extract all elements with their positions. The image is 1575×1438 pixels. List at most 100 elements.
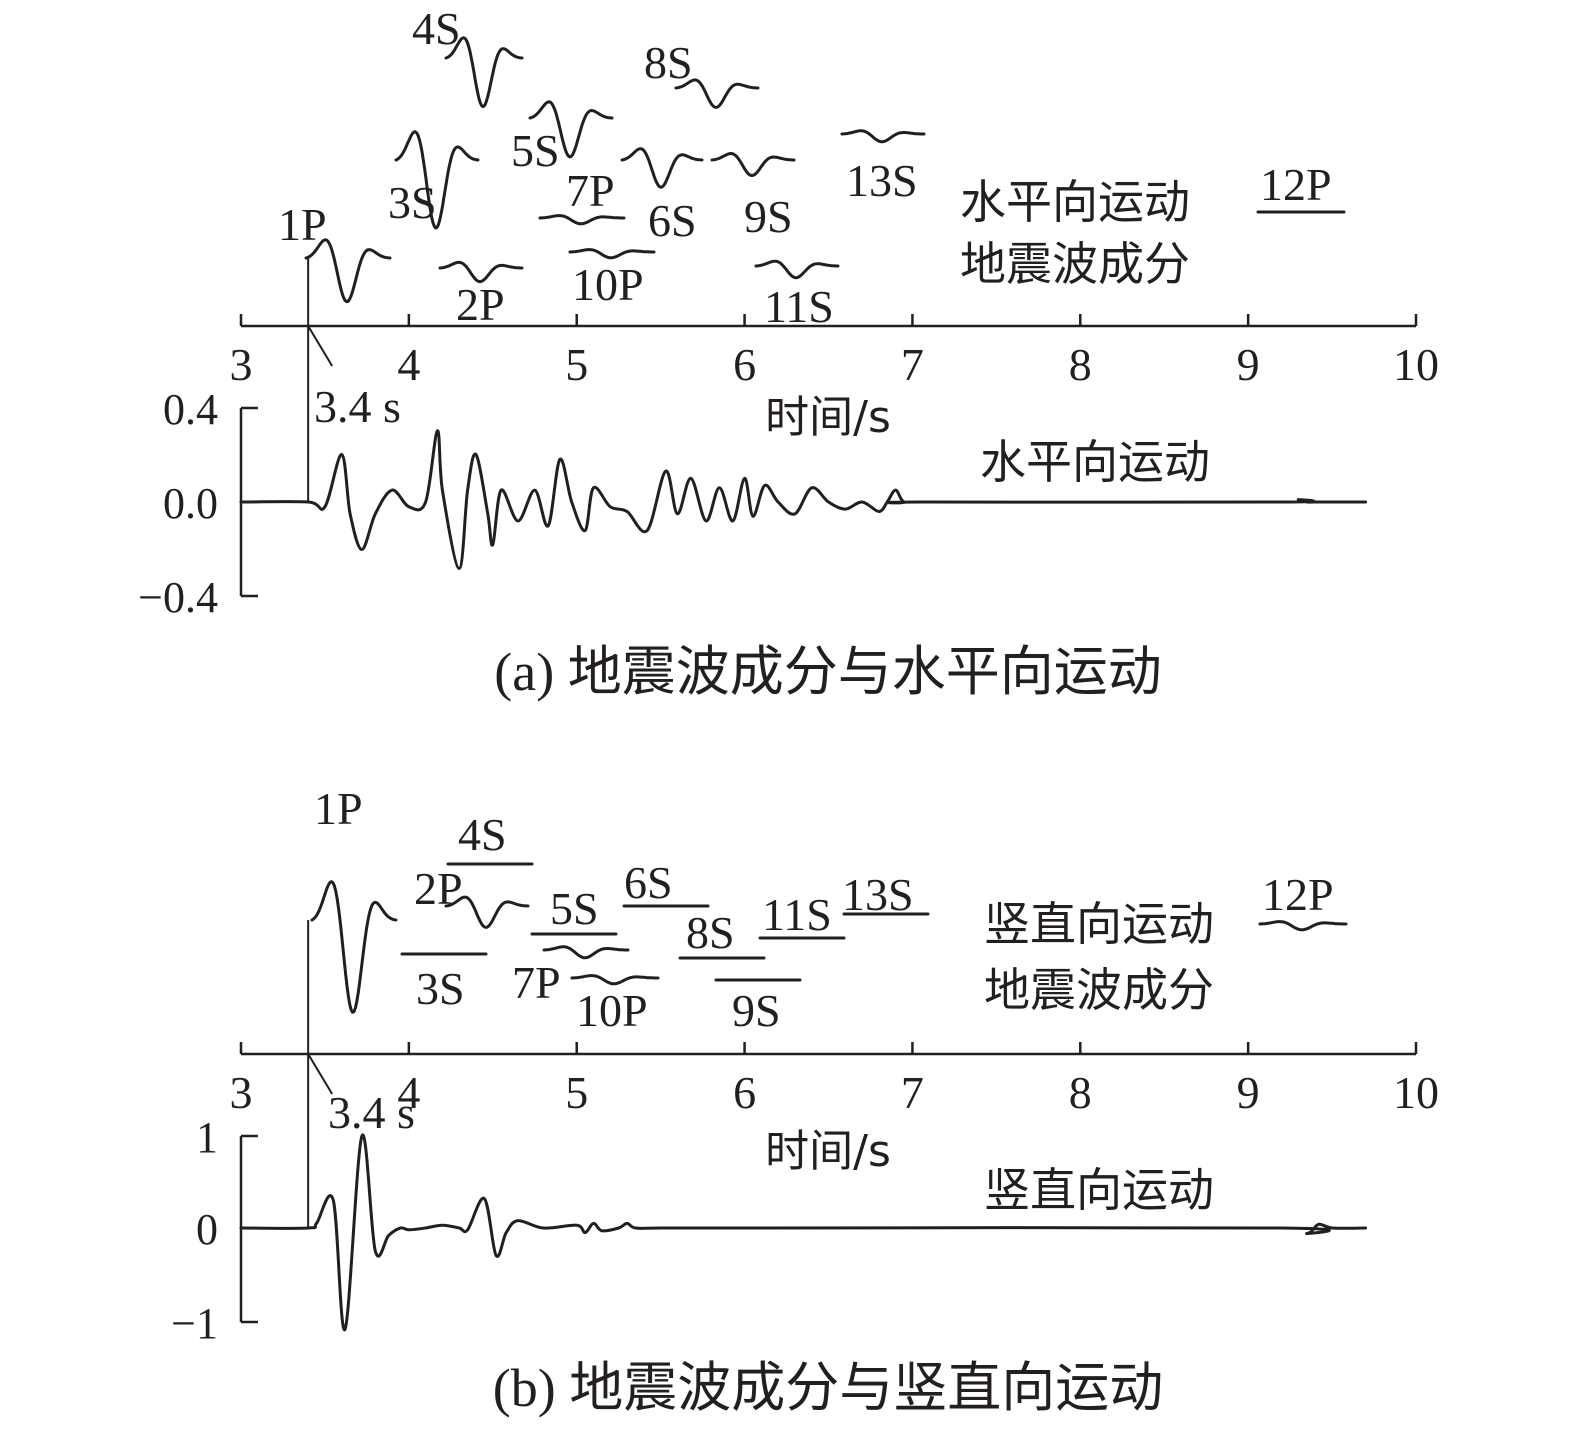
panel-a-time-tick-label-3: 3 xyxy=(230,339,253,390)
panel-a-component-7P-wavelet xyxy=(538,214,626,226)
panel-b-onset-leader xyxy=(307,1053,334,1095)
panel-a-component-3S-label: 3S xyxy=(388,177,437,228)
panel-b-component-2P: 2P xyxy=(414,863,530,929)
panel-b-record-label: 竖直向运动 xyxy=(984,1163,1214,1217)
panel-a-component-11S-label: 11S xyxy=(764,281,834,332)
panel-a-component-12P: 12P xyxy=(1256,159,1346,214)
panel-a-onset-marker: 3.4 s xyxy=(307,258,401,502)
panel-b-component-8S-label: 8S xyxy=(686,907,735,958)
panel-b-component-3S-label: 3S xyxy=(416,963,465,1014)
panel-a-component-1P-label: 1P xyxy=(278,199,327,250)
panel-a-time-tick-label-6: 6 xyxy=(733,339,756,390)
panel-a-component-6S-label: 6S xyxy=(648,195,697,246)
panel-a-component-2P: 2P xyxy=(438,260,524,330)
panel-a-component-7P: 7P xyxy=(538,165,626,226)
panel-b-amp-tick-label-0: 1 xyxy=(196,1113,218,1162)
panel-a-component-1P: 1P xyxy=(278,199,392,304)
panel-b-component-title-line2: 地震波成分 xyxy=(984,963,1214,1017)
panel-b-component-4S-label: 4S xyxy=(458,809,507,860)
panel-b-component-13S-label: 13S xyxy=(842,869,914,920)
panel-a-component-5S-label: 5S xyxy=(511,125,560,176)
panel-b-component-6S-label: 6S xyxy=(624,857,673,908)
panel-a-time-tick-label-4: 4 xyxy=(397,339,420,390)
panel-b-component-7P-label: 7P xyxy=(512,957,561,1008)
panel-b-vertical-record-line xyxy=(239,1133,1368,1331)
panel-a-amp-tick-label-0: 0.4 xyxy=(163,385,218,434)
panel-a-onset-label: 3.4 s xyxy=(314,381,401,432)
panel-b-time-tick-label-9: 9 xyxy=(1237,1067,1260,1118)
panel-a-component-8S: 8S xyxy=(644,37,760,109)
panel-b-component-5S: 5S xyxy=(530,883,618,936)
panel-a-component-title-line2: 地震波成分 xyxy=(960,237,1190,291)
panel-b-amp-tick-label-1: 0 xyxy=(196,1205,218,1254)
panel-a-time-tick-label-10: 10 xyxy=(1393,339,1439,390)
panel-b-component-11S-label: 11S xyxy=(762,889,832,940)
panel-b-time-axis-label: 时间/s xyxy=(765,1126,891,1177)
panel-b-onset-label: 3.4 s xyxy=(328,1087,415,1138)
panel-b-component-4S: 4S xyxy=(446,809,534,866)
panel-a-component-10P-wavelet xyxy=(568,248,656,260)
panel-a-record-label: 水平向运动 xyxy=(980,435,1210,489)
panel-b-time-tick-label-10: 10 xyxy=(1393,1067,1439,1118)
panel-a-component-13S: 13S xyxy=(840,129,926,206)
panel-a-component-title-line1: 水平向运动 xyxy=(960,175,1190,229)
panel-b-component-11S: 11S xyxy=(758,889,846,940)
panel-a-horizontal-record-line xyxy=(239,429,1368,570)
panel-b-component-1P: 1P xyxy=(310,783,398,1014)
panel-a-component-6S-wavelet xyxy=(620,147,704,189)
panel-a-component-5S: 5S xyxy=(511,100,614,176)
panel-a-amp-tick-label-2: −0.4 xyxy=(138,573,218,622)
panel-a-component-9S-label: 9S xyxy=(744,191,793,242)
panel-b-caption: (b) 地震波成分与竖直向运动 xyxy=(493,1358,1163,1418)
panel-b-component-13S: 13S xyxy=(842,869,930,920)
panel-a-component-12P-label: 12P xyxy=(1260,159,1332,210)
panel-b-amplitude-axis: 1 0 −1 xyxy=(171,1113,258,1348)
panel-a-component-8S-wavelet xyxy=(674,78,760,109)
panel-a-component-3S-wavelet xyxy=(394,130,480,230)
panel-a-component-9S: 9S xyxy=(710,152,796,242)
panel-b-component-9S: 9S xyxy=(714,978,802,1036)
panel-a-component-2P-label: 2P xyxy=(456,279,505,330)
panel-b-component-12P: 12P xyxy=(1258,869,1348,932)
panel-a-component-7P-label: 7P xyxy=(566,165,615,216)
panel-b-time-tick-label-8: 8 xyxy=(1069,1067,1092,1118)
panel-b-component-9S-label: 9S xyxy=(732,985,781,1036)
panel-b-component-7P-wavelet xyxy=(542,945,630,960)
panel-b-component-3S: 3S xyxy=(400,952,488,1014)
panel-b-component-2P-label: 2P xyxy=(414,863,463,914)
panel-b-component-10P: 10P xyxy=(570,974,660,1036)
panel-a-component-2P-wavelet xyxy=(438,260,524,284)
panel-a-component-10P: 10P xyxy=(568,248,656,310)
panel-b-component-8S: 8S xyxy=(678,907,766,960)
panel-a-time-tick-label-8: 8 xyxy=(1069,339,1092,390)
panel-b-component-2P-wavelet xyxy=(444,895,530,929)
panel-b-component-1P-wavelet xyxy=(310,880,398,1014)
panel-a-component-3S: 3S xyxy=(388,130,480,230)
panel-b-component-1P-label: 1P xyxy=(314,783,363,834)
panel-a-component-10P-label: 10P xyxy=(572,259,644,310)
panel-a-component-13S-wavelet xyxy=(840,129,926,144)
panel-a-component-1P-wavelet xyxy=(304,238,392,304)
panel-b-component-10P-wavelet xyxy=(570,974,660,986)
panel-a-amplitude-axis: 0.4 0.0 −0.4 xyxy=(138,385,258,622)
panel-b-time-tick-label-6: 6 xyxy=(733,1067,756,1118)
panel-b-component-6S: 6S xyxy=(622,857,710,908)
panel-b-component-7P: 7P xyxy=(512,945,630,1008)
panel-b-time-tick-label-5: 5 xyxy=(565,1067,588,1118)
panel-a-onset-leader xyxy=(307,325,334,367)
panel-b-time-tick-label-7: 7 xyxy=(901,1067,924,1118)
panel-b-amp-tick-label-2: −1 xyxy=(171,1299,218,1348)
panel-a-amp-tick-label-1: 0.0 xyxy=(163,479,218,528)
panel-b-time-tick-label-3: 3 xyxy=(230,1067,253,1118)
panel-a-component-9S-wavelet xyxy=(710,152,796,177)
panel-a-component-8S-label: 8S xyxy=(644,37,693,88)
panel-b-onset-marker: 3.4 s xyxy=(307,920,415,1228)
panel-a-component-4S-wavelet xyxy=(444,36,524,109)
